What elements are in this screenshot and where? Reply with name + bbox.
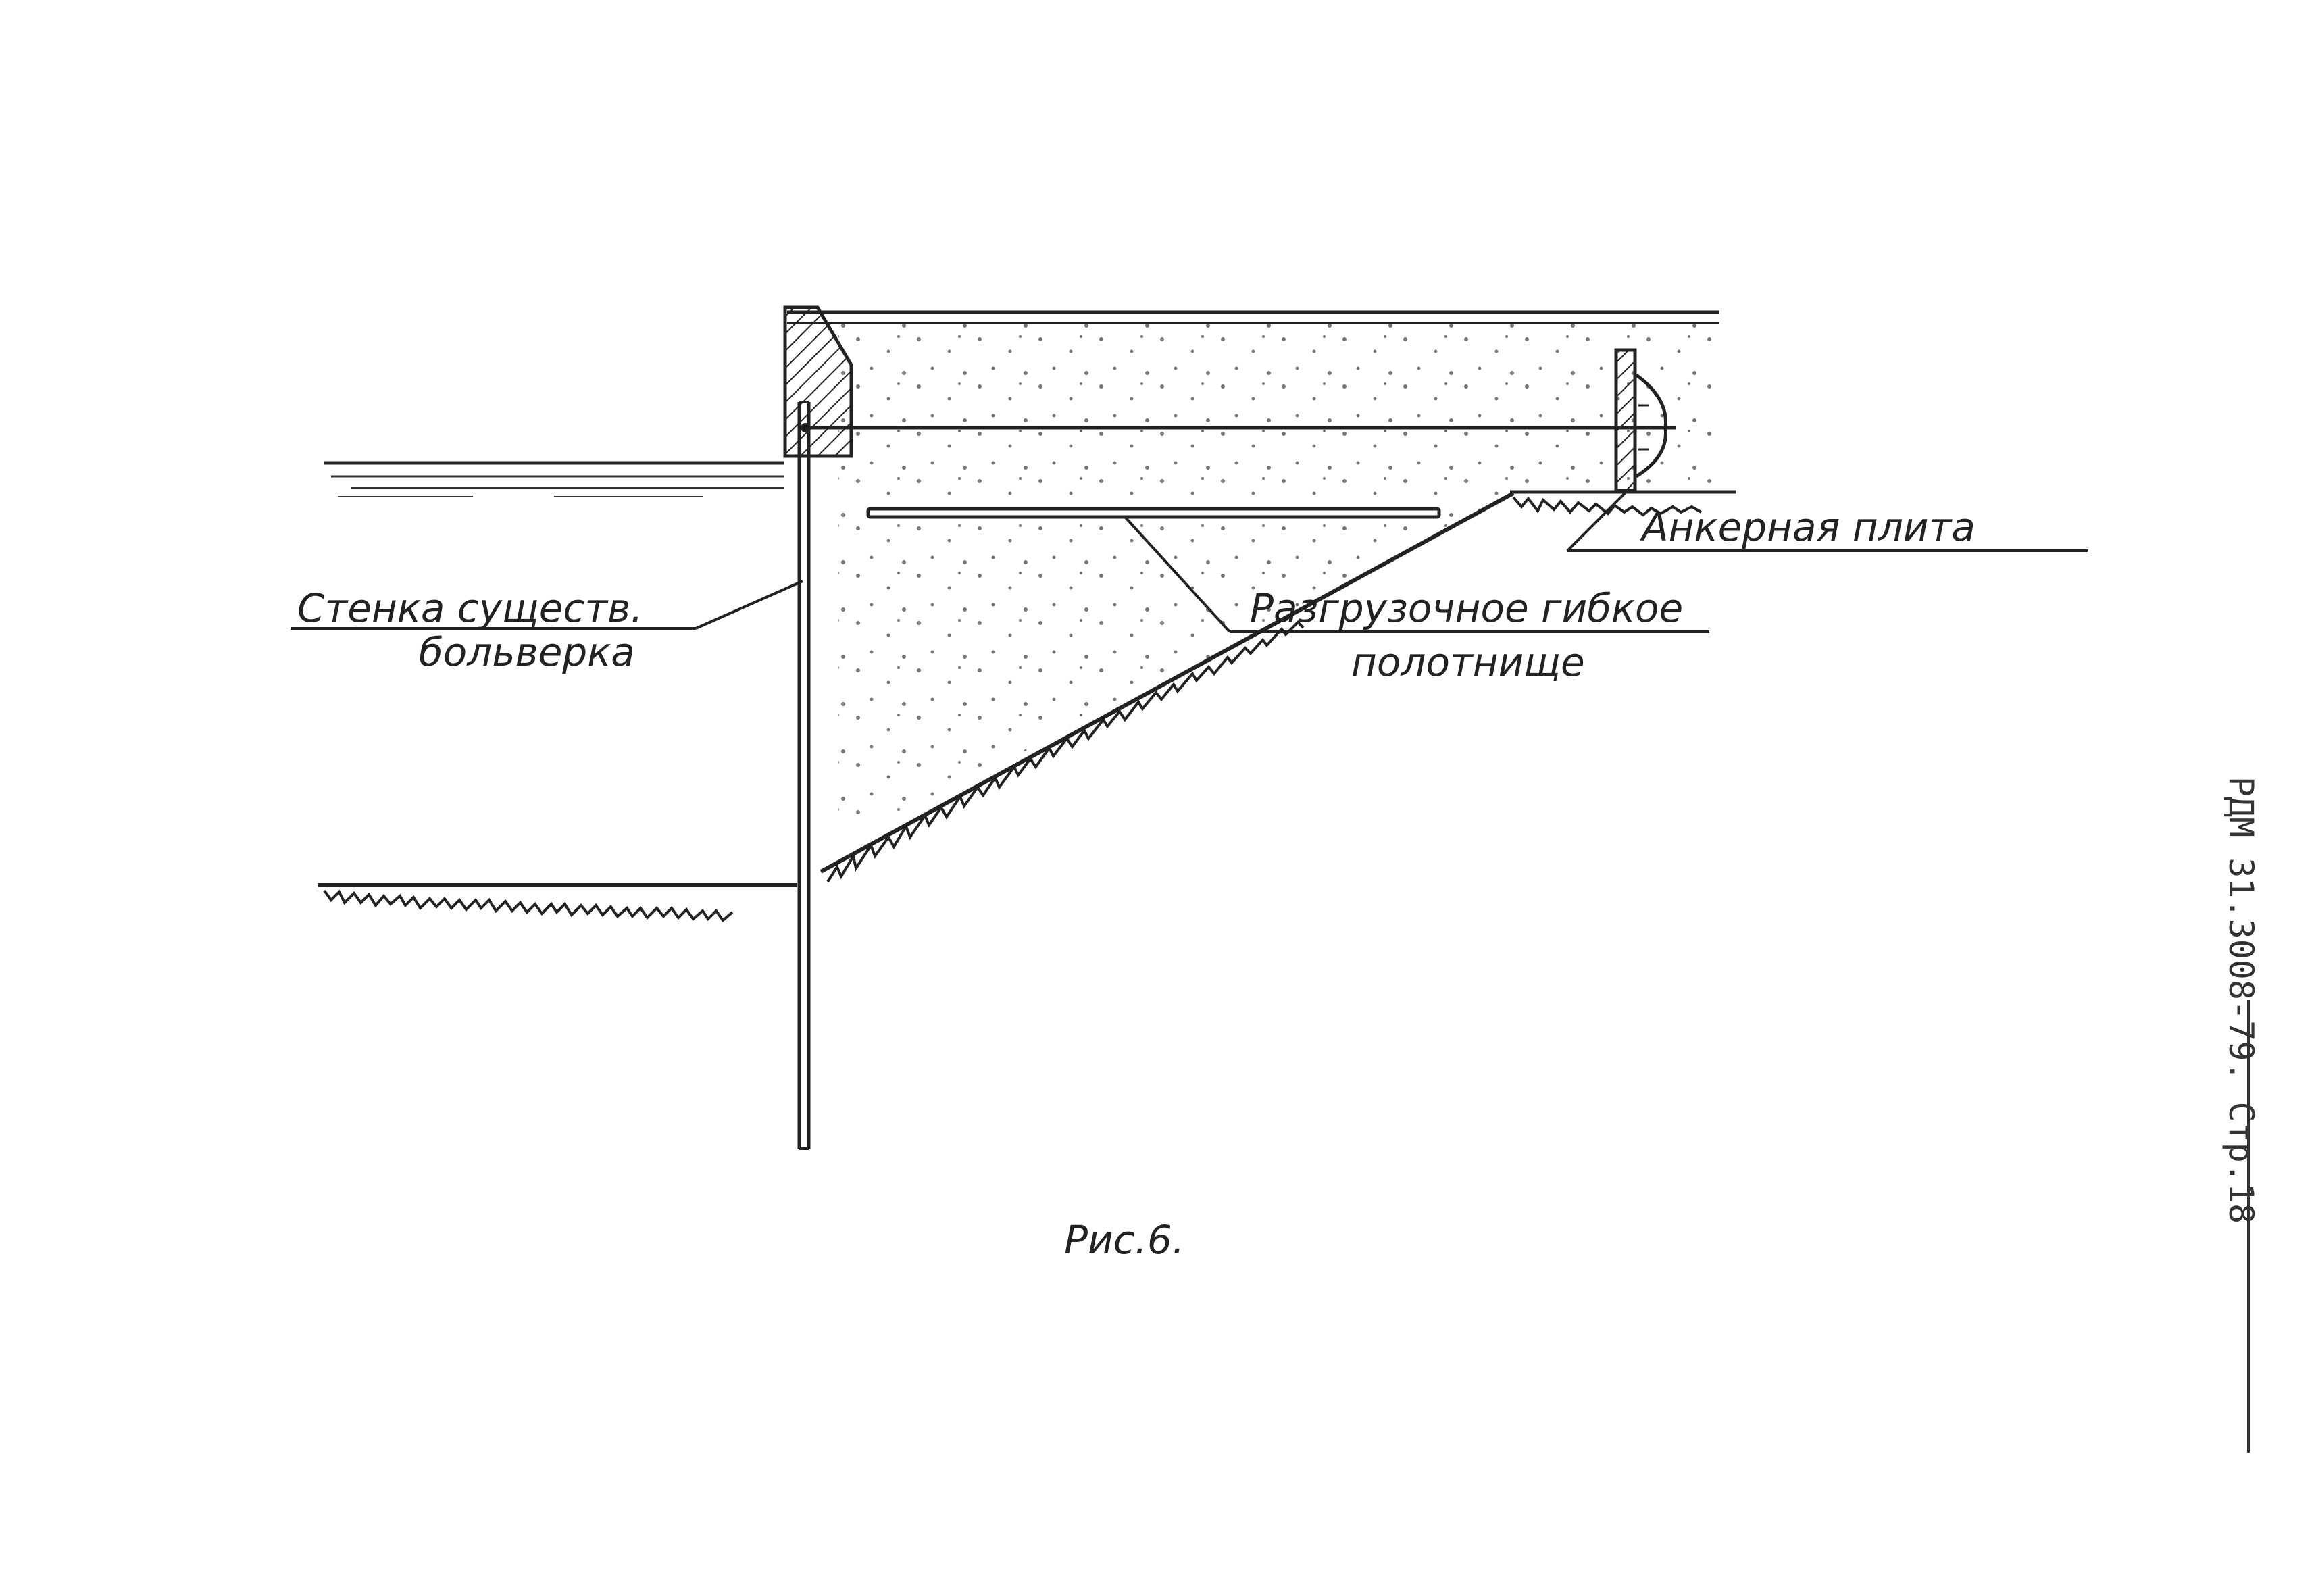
relief-label-line1: Разгрузочное гибкое: [1250, 585, 1683, 631]
relief-label-leader: [1124, 516, 1709, 633]
seabed-line: [318, 883, 797, 922]
existing-bulkhead-wall: [797, 401, 811, 1150]
wall-label-line2: больверка: [419, 629, 635, 675]
top-deck-line: [787, 310, 1719, 324]
side-stamp-group: РДМ 31.3008-79. Стр.18: [2221, 776, 2261, 1224]
water-surface-lines: [324, 461, 784, 497]
upper-ground-line: [1510, 490, 1736, 517]
sloped-soil-line: [820, 491, 1515, 883]
backfill-soil-zone: [838, 323, 1716, 845]
figure-caption: Рис.6.: [1064, 1217, 1184, 1263]
tie-rod: [801, 423, 1676, 432]
cap-beam: [783, 305, 853, 458]
wall-label-leader: [291, 580, 803, 630]
anchor-label-leader: [1566, 492, 2088, 552]
relief-label-line2: полотнище: [1351, 639, 1585, 685]
anchor-plate: [1614, 348, 1667, 493]
anchor-plate-label: Анкерная плита: [1639, 504, 1976, 550]
side-stamp: РДМ 31.3008-79. Стр.18: [2221, 776, 2261, 1224]
relief-flexible-sheet: [866, 507, 1441, 519]
wall-label-line1: Стенка существ.: [297, 585, 643, 631]
